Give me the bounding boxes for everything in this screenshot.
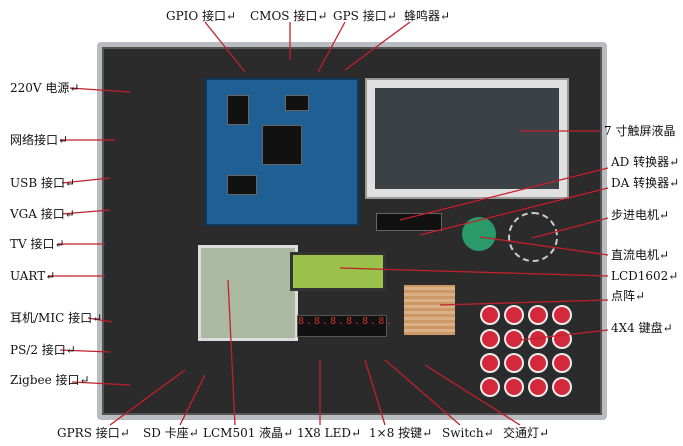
keypad-key	[506, 379, 522, 395]
keypad-key	[506, 355, 522, 371]
label-traffic: 交通灯↵	[503, 426, 550, 440]
keypad-key	[482, 355, 498, 371]
keypad-key	[506, 307, 522, 323]
keypad-key	[530, 355, 546, 371]
label-vga: VGA 接口↵	[10, 207, 75, 221]
keypad-key	[506, 331, 522, 347]
label-touch: 7 寸触屏液晶	[604, 124, 676, 138]
label-switch: Switch↵	[442, 426, 494, 440]
label-usb: USB 接口↵	[10, 176, 76, 190]
label-led: 1X8 LED↵	[297, 426, 362, 440]
label-da: DA 转换器↵	[611, 176, 680, 190]
label-audio: 耳机/MIC 接口↵	[10, 311, 103, 325]
dot-matrix	[404, 285, 455, 335]
label-gps: GPS 接口↵	[333, 9, 397, 23]
label-power: 220V 电源↵	[10, 81, 80, 95]
core-module	[205, 78, 359, 226]
touch-lcd	[365, 78, 569, 199]
keypad-key	[530, 307, 546, 323]
keypad-key	[482, 379, 498, 395]
keypad-key	[530, 331, 546, 347]
label-matrix: 点阵↵	[611, 289, 646, 303]
seven-seg-display: 8.8.8.8.8.8.	[297, 315, 392, 337]
keypad-key	[530, 379, 546, 395]
label-lcm501: LCM501 液晶↵	[203, 426, 294, 440]
label-zigbee: Zigbee 接口↵	[10, 373, 90, 387]
label-gpio: GPIO 接口↵	[166, 9, 237, 23]
keypad-key	[482, 331, 498, 347]
keypad-key	[554, 355, 570, 371]
label-keypad: 4X4 键盘↵	[611, 321, 673, 335]
label-stepper: 步进电机↵	[611, 208, 670, 222]
keypad-key	[554, 307, 570, 323]
keypad-key	[482, 307, 498, 323]
label-dc: 直流电机↵	[611, 248, 670, 262]
label-uart: UART↵	[10, 269, 56, 283]
stepper-motor	[508, 212, 558, 262]
label-gprs: GPRS 接口↵	[57, 426, 130, 440]
label-sd: SD 卡座↵	[143, 426, 199, 440]
label-lcd1602: LCD1602↵	[611, 269, 679, 283]
keypad-key	[554, 379, 570, 395]
label-tv: TV 接口↵	[10, 237, 65, 251]
label-cmos: CMOS 接口↵	[250, 9, 328, 23]
label-keys: 1×8 按键↵	[369, 426, 433, 440]
adc-chip	[376, 213, 442, 231]
label-buzzer: 蜂鸣器↵	[404, 9, 451, 23]
lcd1602	[290, 252, 386, 291]
lcm501-lcd	[198, 245, 298, 341]
label-ad: AD 转换器↵	[611, 155, 680, 169]
label-ps2: PS/2 接口↵	[10, 343, 76, 357]
label-network: 网络接口↵	[10, 133, 69, 147]
